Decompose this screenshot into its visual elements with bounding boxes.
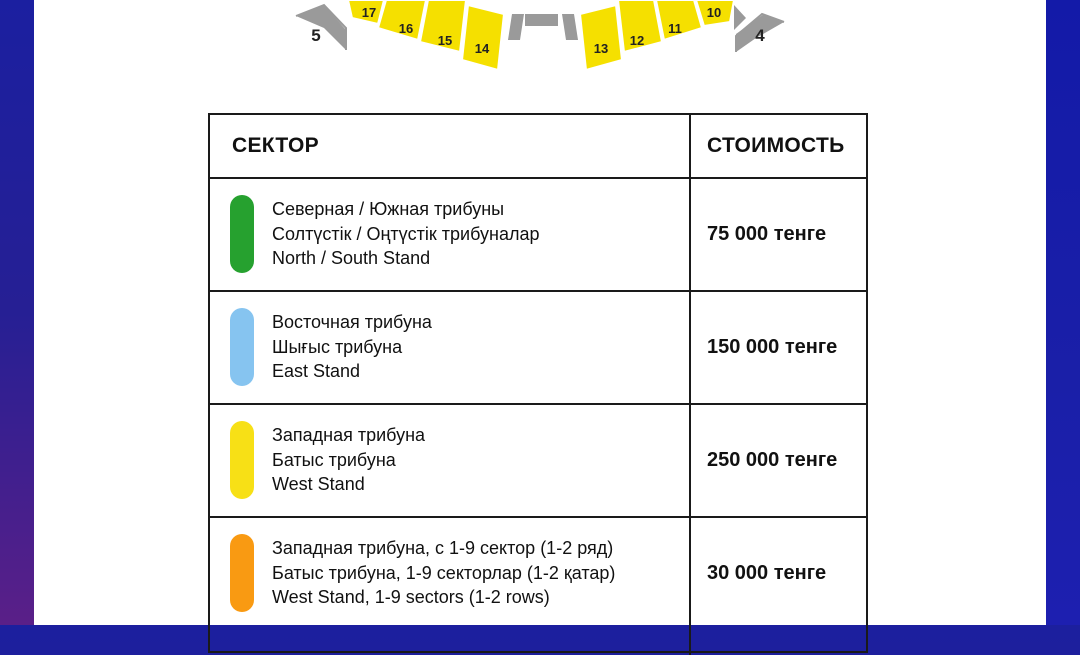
- price-table: СЕКТОР СТОИМОСТЬ Северная / Южная трибун…: [208, 113, 868, 655]
- desc-line: Восточная трибуна: [272, 312, 432, 332]
- sector-label: 14: [475, 41, 490, 56]
- corner-outline-left: [295, 3, 347, 50]
- corner-block-right: [734, 5, 746, 30]
- desc-line: Западная трибуна, с 1-9 сектор (1-2 ряд): [272, 538, 614, 558]
- row-price: 150 000 тенге: [707, 336, 838, 358]
- corner-block-right-2: [736, 14, 784, 52]
- row-price: 250 000 тенге: [707, 449, 838, 471]
- color-swatch-yellow: [230, 421, 254, 499]
- row-price: 75 000 тенге: [707, 223, 827, 245]
- corner-outline-right: [735, 12, 785, 52]
- sector-label: 17: [362, 5, 376, 20]
- desc-line: Северная / Южная трибуны: [272, 199, 505, 219]
- stand-label-5: 5: [311, 26, 320, 45]
- left-background-band: [0, 0, 34, 625]
- sector-label: 16: [399, 21, 413, 36]
- table-row: Западная трибуна Батыс трибуна West Stan…: [210, 405, 866, 518]
- color-swatch-green: [230, 195, 254, 273]
- gray-block-right: [562, 14, 578, 40]
- sector-label: 15: [438, 33, 452, 48]
- color-swatch-blue: [230, 308, 254, 386]
- row-description: Западная трибуна, с 1-9 сектор (1-2 ряд)…: [272, 536, 615, 610]
- color-swatch-orange: [230, 534, 254, 612]
- sector-13[interactable]: [578, 3, 624, 72]
- desc-line: Солтүстік / Оңтүстік трибуналар: [272, 223, 540, 244]
- header-price: СТОИМОСТЬ: [707, 134, 845, 157]
- corner-block-left: [296, 5, 346, 50]
- desc-line: Западная трибуна: [272, 425, 426, 445]
- sector-10[interactable]: [694, 0, 736, 28]
- table-header-row: СЕКТОР СТОИМОСТЬ: [210, 115, 866, 179]
- table-divider: [689, 115, 691, 655]
- content-panel: 17 16 15 14 13 12 11 10 5 4 СЕКТОР СТОИМ…: [34, 0, 1046, 655]
- table-row: Восточная трибуна Шығыс трибуна East Sta…: [210, 292, 866, 405]
- sector-label: 13: [594, 41, 608, 56]
- row-description: Западная трибуна Батыс трибуна West Stan…: [272, 423, 425, 497]
- sector-17[interactable]: [346, 0, 386, 26]
- row-price: 30 000 тенге: [707, 562, 827, 584]
- stadium-map: 17 16 15 14 13 12 11 10 5 4: [295, 0, 785, 72]
- sector-label: 10: [707, 5, 721, 20]
- stand-label-4: 4: [755, 26, 765, 45]
- row-description: Северная / Южная трибуны Солтүстік / Оңт…: [272, 197, 540, 271]
- right-background-band: [1046, 0, 1080, 625]
- sector-label: 11: [668, 21, 682, 36]
- table-row: Северная / Южная трибуны Солтүстік / Оңт…: [210, 179, 866, 292]
- desc-line: North / South Stand: [272, 248, 431, 268]
- sector-16[interactable]: [376, 0, 428, 42]
- gray-block-left: [508, 14, 524, 40]
- sector-11[interactable]: [654, 0, 704, 42]
- row-description: Восточная трибуна Шығыс трибуна East Sta…: [272, 310, 432, 384]
- gray-block-center: [525, 14, 558, 26]
- sector-15[interactable]: [418, 0, 468, 54]
- sector-label: 12: [630, 33, 644, 48]
- desc-line: West Stand, 1-9 sectors (1-2 rows): [272, 587, 550, 607]
- table-row: Западная трибуна, с 1-9 сектор (1-2 ряд)…: [210, 518, 866, 651]
- desc-line: Шығыс трибуна: [272, 336, 403, 357]
- desc-line: Батыс трибуна: [272, 449, 396, 470]
- desc-line: West Stand: [272, 474, 365, 494]
- sector-12[interactable]: [616, 0, 664, 54]
- sector-14[interactable]: [460, 3, 506, 72]
- desc-line: Батыс трибуна, 1-9 секторлар (1-2 қатар): [272, 562, 616, 583]
- desc-line: East Stand: [272, 361, 361, 381]
- header-sector: СЕКТОР: [232, 134, 319, 157]
